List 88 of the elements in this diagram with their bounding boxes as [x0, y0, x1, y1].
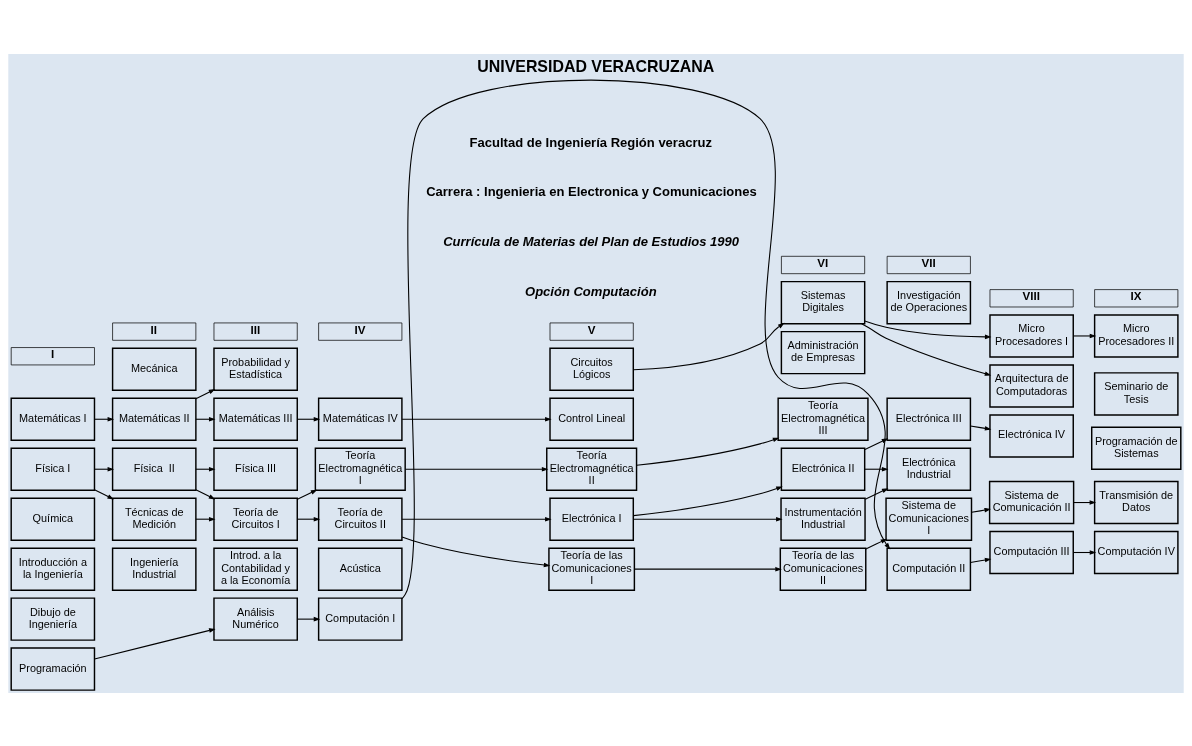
arrow: [969, 424, 992, 431]
node-box: Física I: [10, 447, 96, 491]
arrow: [633, 485, 783, 516]
node-box: Control Lineal: [549, 397, 635, 441]
label: IX: [1130, 289, 1142, 302]
label: V: [587, 323, 596, 336]
node-box: Matemáticas II: [111, 397, 197, 441]
label: Carrera : Ingenieria en Electronica y Comunicaciones: [426, 183, 757, 199]
node-box: Electrónica I: [549, 496, 635, 541]
arrow: [632, 516, 783, 521]
node-box: Instrumentación Industrial: [780, 496, 866, 541]
node-box: Teoría de las Comunicaciones II: [779, 546, 867, 591]
node-box: Matemáticas IV: [317, 397, 403, 441]
arrow: [861, 322, 992, 376]
label: Facultad de Ingeniería Región veracruz: [469, 134, 712, 150]
node-box: Investigación de Operaciones: [886, 280, 972, 324]
label: III: [250, 323, 261, 336]
arrow: [864, 487, 889, 500]
node-box: Teoría de Circuitos I: [213, 496, 298, 541]
arrow: [296, 489, 318, 500]
arrow: [195, 388, 216, 399]
arrow: [636, 437, 780, 466]
node-box: Arquitectura de Computadoras: [989, 363, 1074, 408]
node-box: Teoría de las Comunicaciones I: [548, 546, 636, 591]
node-box: Micro Procesadores I: [989, 313, 1074, 358]
node-box: Introd. a la Contabilidad y a la Economía: [213, 546, 298, 591]
label: VIII: [1022, 289, 1040, 302]
arrow: [296, 616, 321, 621]
node-box: Acústica: [317, 546, 403, 591]
node-box: Química: [10, 496, 96, 541]
label: I: [51, 347, 55, 360]
node-box: Sistema de Comunicaciones I: [885, 496, 973, 541]
arrow: [633, 322, 785, 370]
node-box: Electrónica IV: [989, 413, 1074, 458]
node-box: Sistema de Comunicación II: [988, 480, 1075, 524]
node-box: Ingeniería Industrial: [111, 546, 197, 591]
node-box: Técnicas de Medición: [111, 496, 197, 541]
node-box: Computación II: [886, 546, 972, 591]
node-box: Computación III: [989, 530, 1074, 574]
label: VII: [921, 256, 936, 269]
node-box: Electrónica III: [886, 397, 972, 441]
node-box: Dibujo de Ingeniería: [10, 596, 96, 641]
arrow: [195, 488, 216, 499]
label: Opción Computación: [525, 283, 657, 299]
diagram-title: UNIVERSIDAD VERACRUZANA: [477, 57, 715, 75]
node-box: Seminario de Tesis: [1093, 371, 1179, 416]
arrow: [634, 566, 782, 571]
label: VI: [817, 256, 829, 269]
arrow: [864, 319, 992, 339]
node-box: Programación de Sistemas: [1091, 426, 1182, 470]
label: II: [150, 323, 158, 336]
node-box: Electrónica II: [780, 447, 866, 491]
arrow: [969, 557, 992, 563]
node-box: Teoría Electromagnética I: [314, 447, 406, 491]
node-box: Análisis Numérico: [213, 596, 298, 641]
node-box: Computación IV: [1093, 530, 1179, 574]
arrow: [401, 516, 552, 521]
node-box: Programación: [10, 646, 96, 691]
node-box: Transmisión de Datos: [1093, 480, 1179, 524]
arrow: [94, 627, 216, 659]
arrow: [93, 488, 114, 499]
node-box: Electrónica Industrial: [886, 447, 972, 491]
label: IV: [354, 323, 366, 336]
node-box: Sistemas Digitales: [780, 280, 866, 324]
arrow: [404, 466, 549, 471]
arrow: [971, 507, 991, 513]
node-box: Probabilidad y Estadística: [213, 347, 298, 391]
node-box: Circuitos Lógicos: [549, 347, 635, 391]
node-box: Computación I: [317, 596, 403, 641]
arrow: [401, 416, 552, 422]
node-box: Matemáticas I: [10, 397, 96, 441]
node-box: Teoría Electromagnética III: [777, 397, 869, 441]
node-box: Introducción a la Ingeniería: [10, 546, 96, 591]
node-box: Matemáticas III: [213, 397, 298, 441]
node-box: Micro Procesadores II: [1093, 313, 1179, 358]
node-box: Administración de Empresas: [780, 330, 866, 374]
node-box: Mecánica: [111, 347, 197, 391]
arrow: [296, 516, 321, 521]
node-box: Física III: [213, 447, 298, 491]
node-box: Teoría de Circuitos II: [317, 496, 403, 541]
arrow: [865, 538, 888, 550]
node-box: Teoría Electromagnética II: [546, 447, 638, 491]
arrow: [401, 535, 551, 567]
label: Currícula de Materias del Plan de Estudios 1990: [443, 233, 740, 249]
arrow: [1072, 333, 1097, 338]
arrow: [1072, 549, 1097, 555]
arrow: [296, 416, 321, 422]
node-box: Física II: [111, 447, 197, 491]
